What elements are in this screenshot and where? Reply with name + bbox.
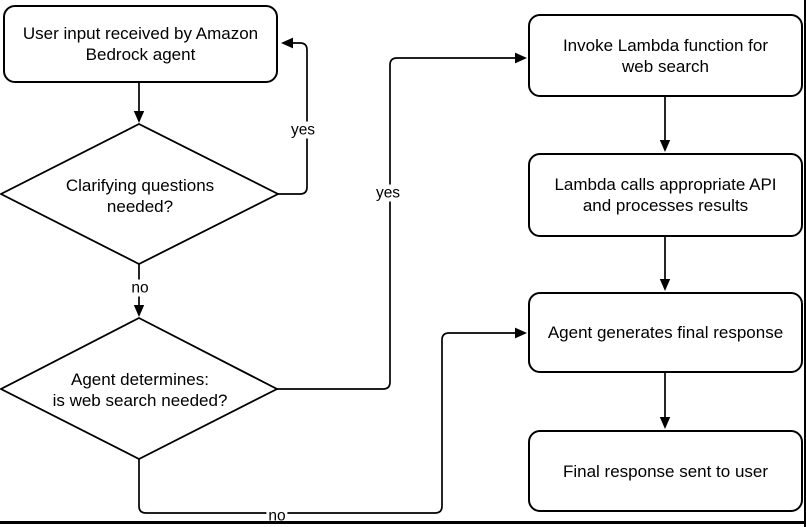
edge-search-yes	[277, 57, 515, 390]
node-invoke-lambda: Invoke Lambda function for web search	[528, 14, 803, 97]
node-user-input-line2: Bedrock agent	[85, 45, 196, 64]
arrowhead-into-lambda-api	[659, 140, 671, 152]
edge-label-search-no: no	[266, 507, 288, 525]
edge-search-no	[138, 332, 515, 514]
node-lambda-api-line1: Lambda calls appropriate API	[554, 175, 777, 194]
frame-right-border	[803, 0, 806, 527]
arrowhead-into-clarifying	[133, 111, 145, 123]
node-user-input: User input received by Amazon Bedrock ag…	[3, 5, 278, 83]
decision-clarifying-label: Clarifying questions needed?	[35, 175, 245, 217]
decision-web-search-line2: is web search needed?	[52, 391, 228, 410]
edge-label-search-yes: yes	[373, 184, 403, 202]
frame-bottom-border	[0, 521, 806, 524]
arrowhead-into-user-input	[281, 37, 293, 49]
node-final-sent-line1: Final response sent to user	[562, 461, 769, 481]
node-agent-final-line1: Agent generates final response	[547, 323, 784, 342]
node-final-response-sent: Final response sent to user	[528, 430, 803, 512]
arrowhead-into-agent-final	[659, 279, 671, 291]
decision-clarifying-line2: needed?	[106, 197, 174, 216]
node-agent-final-response: Agent generates final response	[528, 292, 803, 373]
edge-clarifying-yes-loop	[278, 42, 308, 195]
node-invoke-lambda-line2: web search	[622, 56, 709, 76]
node-invoke-lambda-line1: Invoke Lambda function for	[562, 35, 769, 55]
arrowhead-into-agent-final-left	[515, 327, 527, 339]
edge-label-clarifying-yes: yes	[288, 121, 318, 139]
decision-web-search-line1: Agent determines:	[71, 370, 209, 389]
arrowhead-into-web-search	[133, 305, 145, 317]
arrowhead-into-invoke-lambda	[515, 52, 527, 64]
edge-label-clarifying-no: no	[129, 279, 151, 297]
decision-web-search-label: Agent determines: is web search needed?	[25, 369, 255, 411]
node-lambda-api: Lambda calls appropriate API and process…	[528, 153, 803, 237]
node-lambda-api-line2: and processes results	[582, 196, 749, 215]
arrowhead-into-final-sent	[659, 417, 671, 429]
node-user-input-line1: User input received by Amazon	[22, 24, 259, 43]
decision-clarifying-line1: Clarifying questions	[65, 176, 215, 195]
